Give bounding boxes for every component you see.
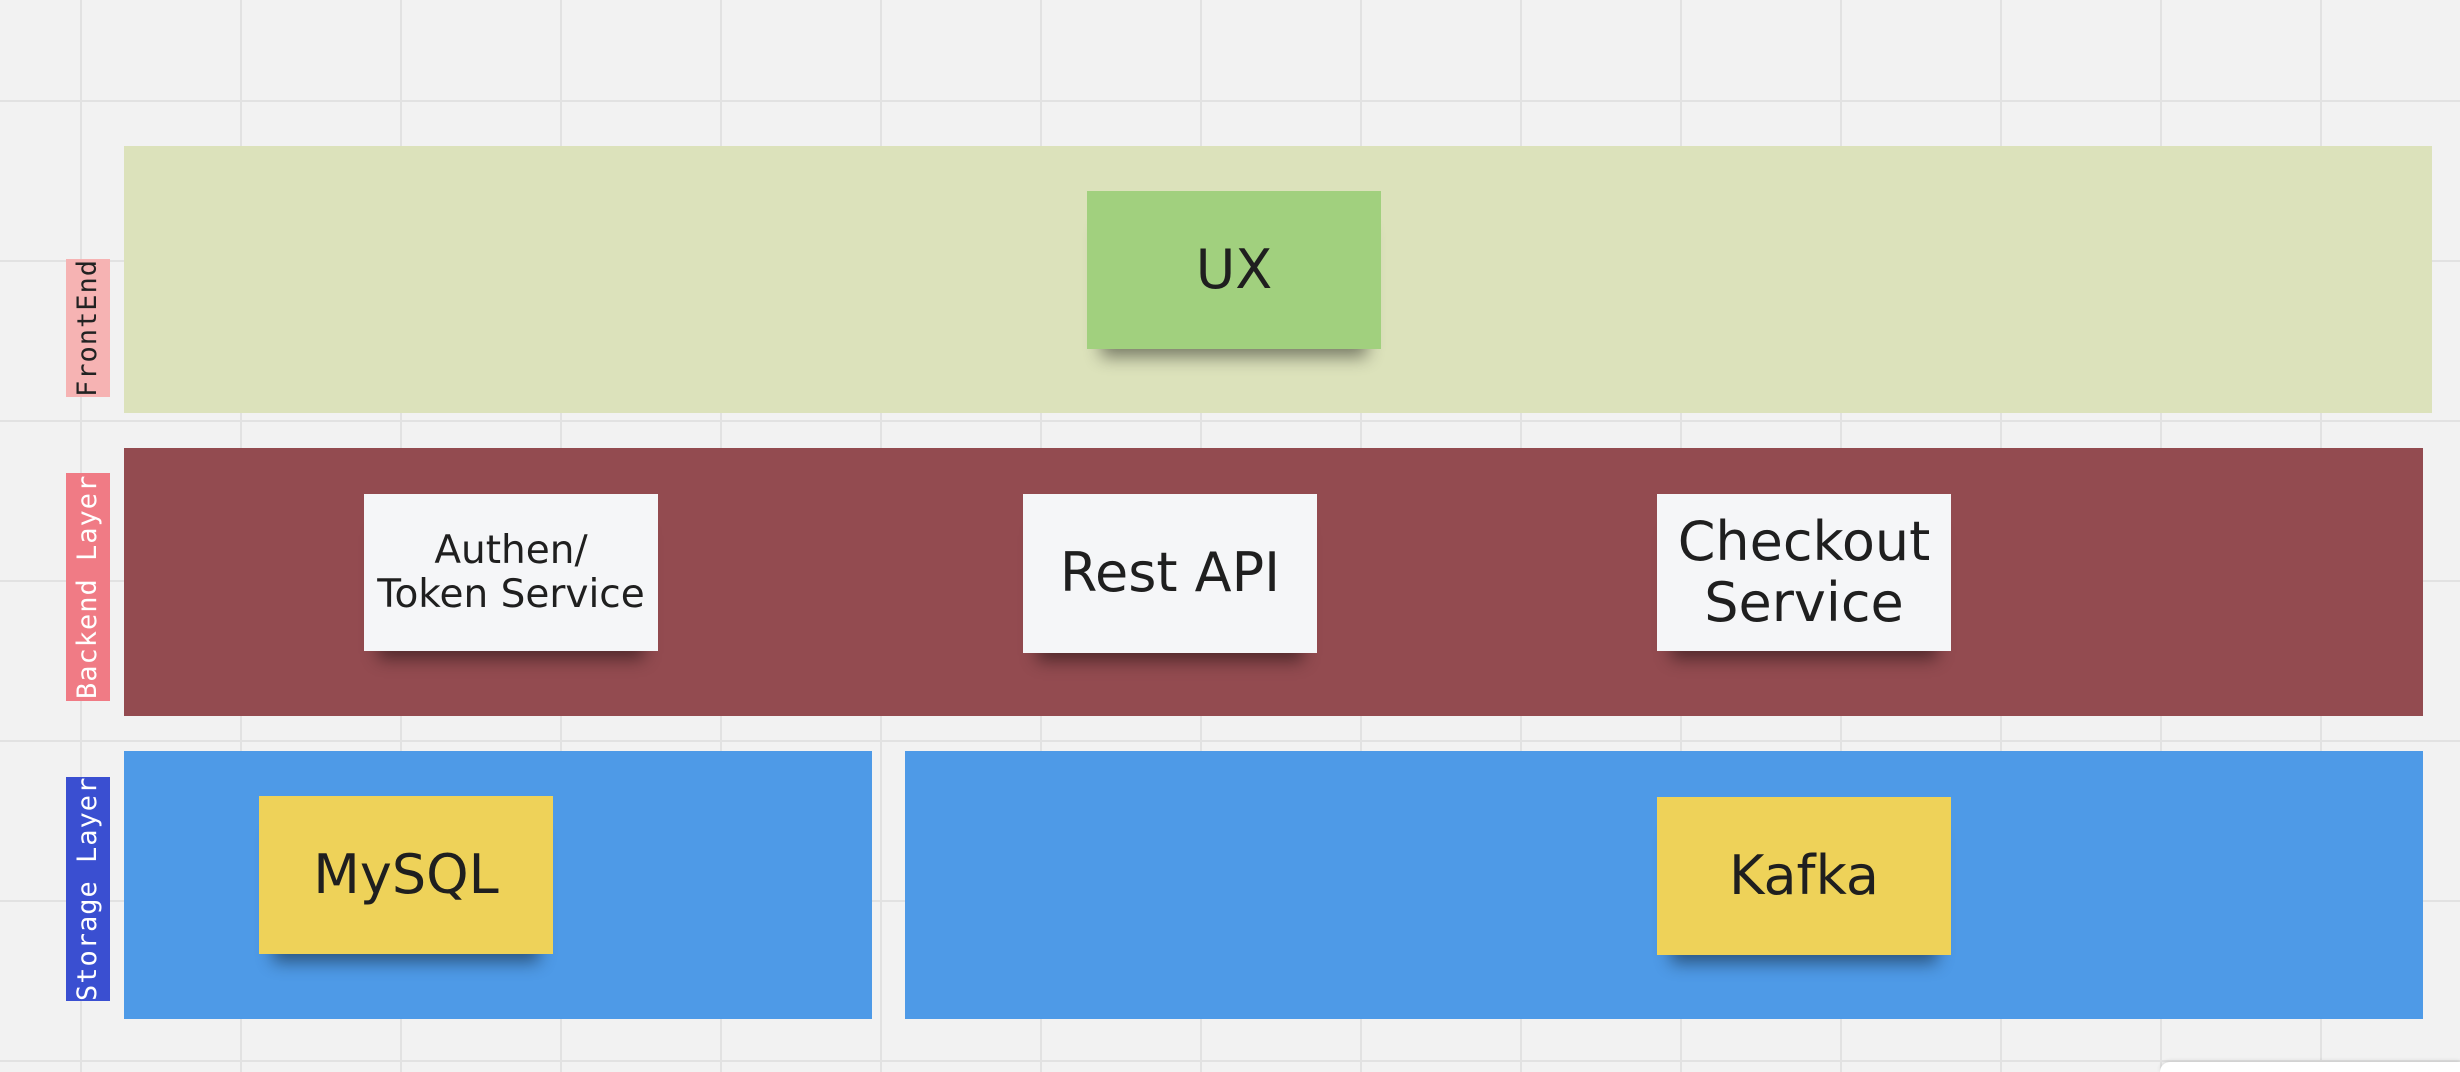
sticky-note-checkout-service[interactable]: Checkout Service (1657, 494, 1951, 651)
sticky-note-auth-token-service[interactable]: Authen/ Token Service (364, 494, 658, 651)
frontend-lane-label[interactable]: FrontEnd (66, 259, 110, 397)
backend-lane-label[interactable]: Backend Layer (66, 473, 110, 701)
sticky-note-ux[interactable]: UX (1087, 191, 1381, 349)
bottom-panel-edge (2160, 1062, 2460, 1072)
storage-lane-label[interactable]: Storage Layer (66, 777, 110, 1001)
sticky-note-kafka[interactable]: Kafka (1657, 797, 1951, 955)
sticky-note-mysql[interactable]: MySQL (259, 796, 553, 954)
sticky-note-rest-api[interactable]: Rest API (1023, 494, 1317, 653)
